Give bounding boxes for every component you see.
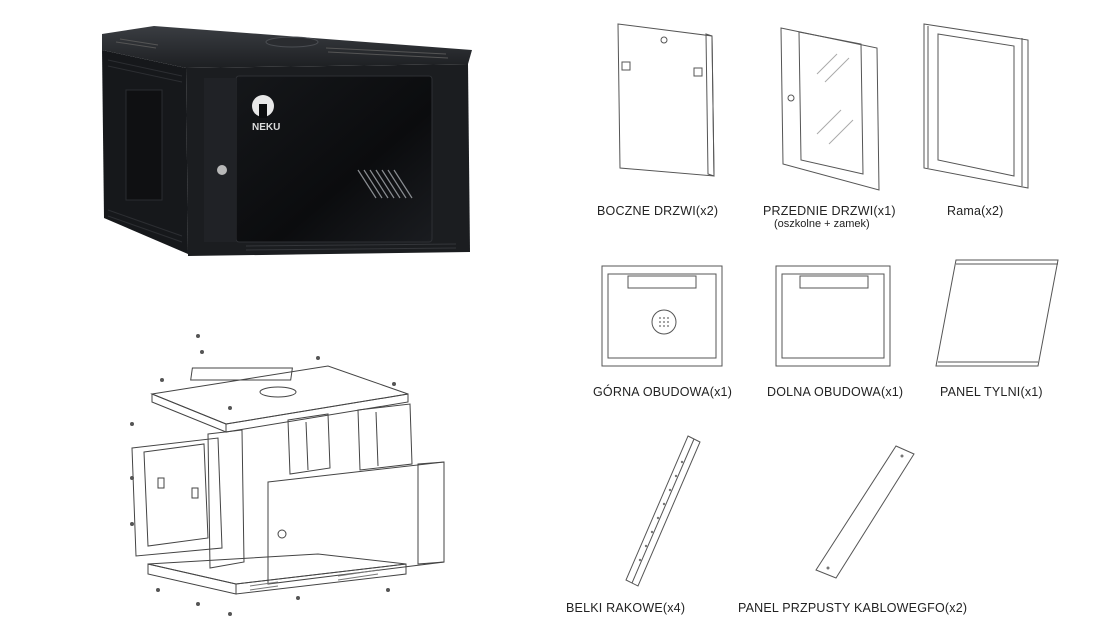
back-panel-drawing — [935, 259, 1059, 367]
top-cover-drawing — [601, 265, 723, 367]
frame-drawing — [923, 23, 1029, 189]
frame-label: Rama(x2) — [947, 204, 1004, 218]
front-door-note: (oszkolne + zamek) — [774, 218, 870, 230]
back-panel-label: PANEL TYLNI(x1) — [940, 385, 1043, 399]
brand-logo-text: NEKU — [252, 122, 280, 133]
cable-entry-panel-drawing — [815, 445, 915, 579]
exploded-assembly-diagram — [130, 334, 445, 616]
rack-rail-label: BELKI RAKOWE(x4) — [566, 601, 686, 615]
cable-entry-panel-label: PANEL PRZPUSTY KABLOWEGFO(x2) — [738, 601, 968, 615]
side-door-label: BOCZNE DRZWI(x2) — [597, 204, 719, 218]
front-door-drawing — [780, 27, 880, 191]
cabinet-photo: NEKU — [102, 26, 472, 256]
front-door-label: PRZEDNIE DRZWI(x1) — [763, 204, 896, 218]
rack-rail-drawing — [625, 435, 701, 587]
top-cover-label: GÓRNA OBUDOWA(x1) — [593, 385, 733, 399]
bottom-cover-drawing — [775, 265, 891, 367]
bottom-cover-label: DOLNA OBUDOWA(x1) — [767, 385, 904, 399]
side-door-drawing — [617, 23, 715, 177]
